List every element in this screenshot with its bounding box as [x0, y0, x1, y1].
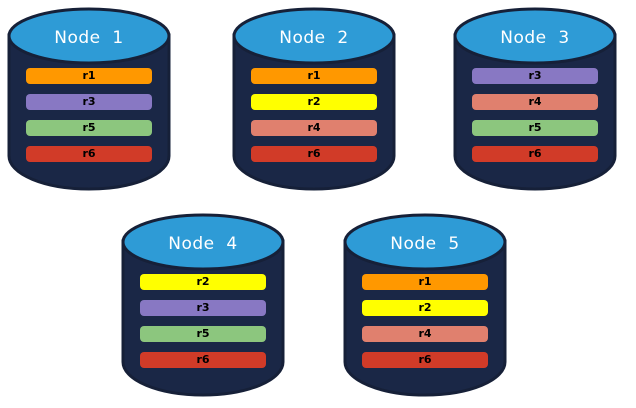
replica-r4[interactable]: r4 [472, 94, 598, 110]
replica-r3[interactable]: r3 [26, 94, 152, 110]
replica-r2[interactable]: r2 [362, 300, 488, 316]
replica-r1[interactable]: r1 [26, 68, 152, 84]
replica-r3[interactable]: r3 [140, 300, 266, 316]
replica-r1[interactable]: r1 [362, 274, 488, 290]
replica-list: r2 r3 r5 r6 [120, 274, 286, 368]
replica-r3[interactable]: r3 [472, 68, 598, 84]
replica-r6[interactable]: r6 [26, 146, 152, 162]
replica-r2[interactable]: r2 [251, 94, 377, 110]
replica-r5[interactable]: r5 [472, 120, 598, 136]
replica-r4[interactable]: r4 [362, 326, 488, 342]
replica-r2[interactable]: r2 [140, 274, 266, 290]
replica-r5[interactable]: r5 [26, 120, 152, 136]
replica-r6[interactable]: r6 [251, 146, 377, 162]
replica-r4[interactable]: r4 [251, 120, 377, 136]
replica-list: r1 r3 r5 r6 [6, 68, 172, 162]
replica-r1[interactable]: r1 [251, 68, 377, 84]
replica-r6[interactable]: r6 [362, 352, 488, 368]
replica-r5[interactable]: r5 [140, 326, 266, 342]
replica-r6[interactable]: r6 [472, 146, 598, 162]
replica-list: r3 r4 r5 r6 [452, 68, 618, 162]
replica-list: r1 r2 r4 r6 [231, 68, 397, 162]
replica-list: r1 r2 r4 r6 [342, 274, 508, 368]
replica-r6[interactable]: r6 [140, 352, 266, 368]
